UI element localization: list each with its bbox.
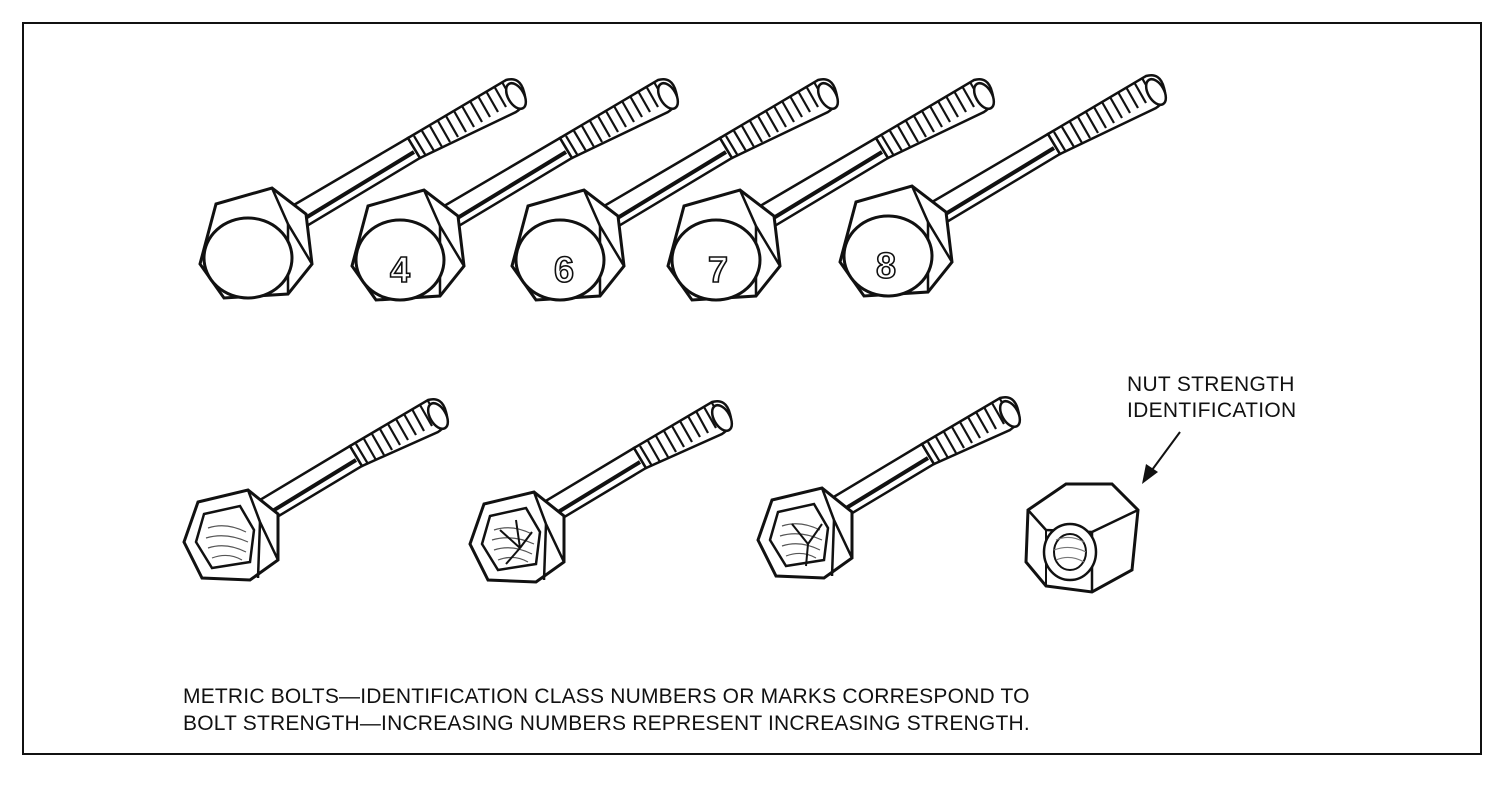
bolt-class-4: 4 [350,77,684,302]
bolt-class-7-number: 7 [708,249,728,290]
callout-line-2: IDENTIFICATION [1127,399,1297,422]
figure-caption: METRIC BOLTS—IDENTIFICATION CLASS NUMBER… [183,683,1030,737]
bolt-class-4-number: 4 [390,249,410,290]
callout-arrow [1142,431,1181,484]
bolt-radial-marks [499,519,533,565]
nut [1024,482,1140,594]
callout-line-1: NUT STRENGTH [1127,373,1295,396]
caption-line-1: METRIC BOLTS—IDENTIFICATION CLASS NUMBER… [183,685,1030,708]
bolt-class-6-number: 6 [554,249,574,290]
bolt-hex-mark-3 [756,395,1026,580]
bolt-radial-marks-3 [791,523,823,567]
bolt-class-7: 7 [666,77,1000,302]
bolt-class-8: 8 [838,73,1172,298]
caption-line-2: BOLT STRENGTH—INCREASING NUMBERS REPRESE… [183,712,1030,735]
nut-strength-callout: NUT STRENGTH IDENTIFICATION [1127,372,1296,424]
bolt-hex-mark-2 [468,399,738,584]
bolt-hex-mark-1 [182,397,454,582]
bolt-class-6: 6 [510,77,844,302]
bolt-class-8-number: 8 [876,245,896,286]
